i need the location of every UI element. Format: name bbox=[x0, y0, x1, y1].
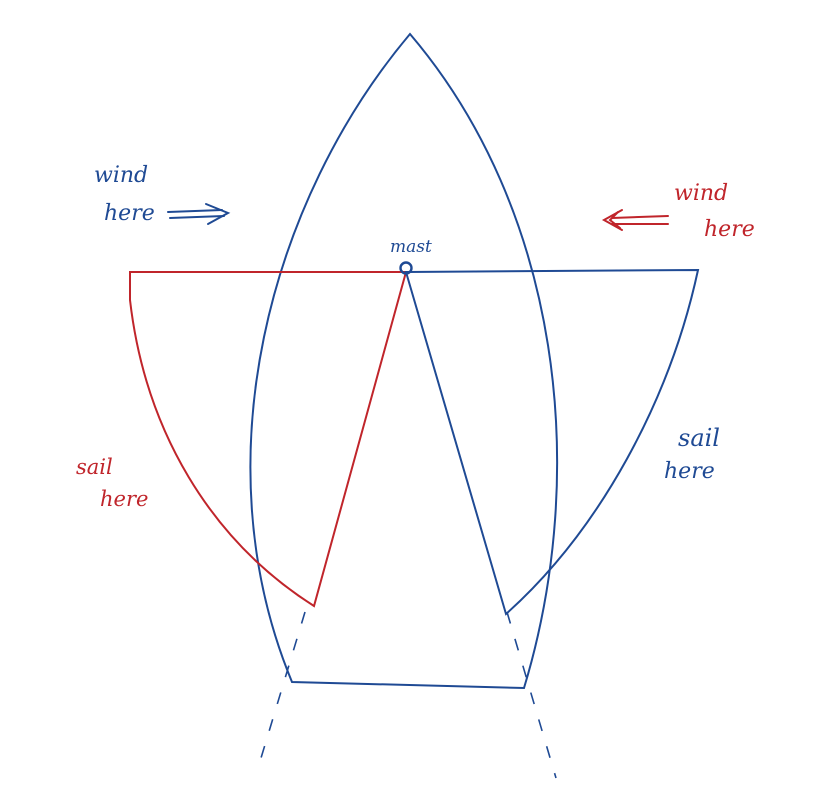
wake-line-left bbox=[257, 611, 306, 769]
wind-left-label-line2: here bbox=[104, 201, 155, 226]
wind-left-label-line1: wind bbox=[94, 163, 148, 188]
sail-right-label-line1: sail bbox=[678, 424, 720, 452]
sail-left-label-line2: here bbox=[100, 487, 148, 511]
wind-arrow-right-icon bbox=[601, 209, 669, 231]
wind-right-label-line1: wind bbox=[674, 181, 728, 206]
sail-left-label-line1: sail bbox=[76, 455, 113, 479]
boat-hull bbox=[249, 32, 559, 690]
sail-right-blue bbox=[404, 268, 700, 616]
wind-arrow-left-icon bbox=[167, 203, 231, 225]
wake-line-right bbox=[506, 611, 557, 779]
sail-left-red bbox=[129, 271, 408, 608]
sail-right-label-line2: here bbox=[664, 459, 715, 484]
wind-right-label-line2: here bbox=[704, 217, 755, 242]
mast-point bbox=[399, 261, 413, 275]
mast-label: mast bbox=[390, 237, 432, 257]
